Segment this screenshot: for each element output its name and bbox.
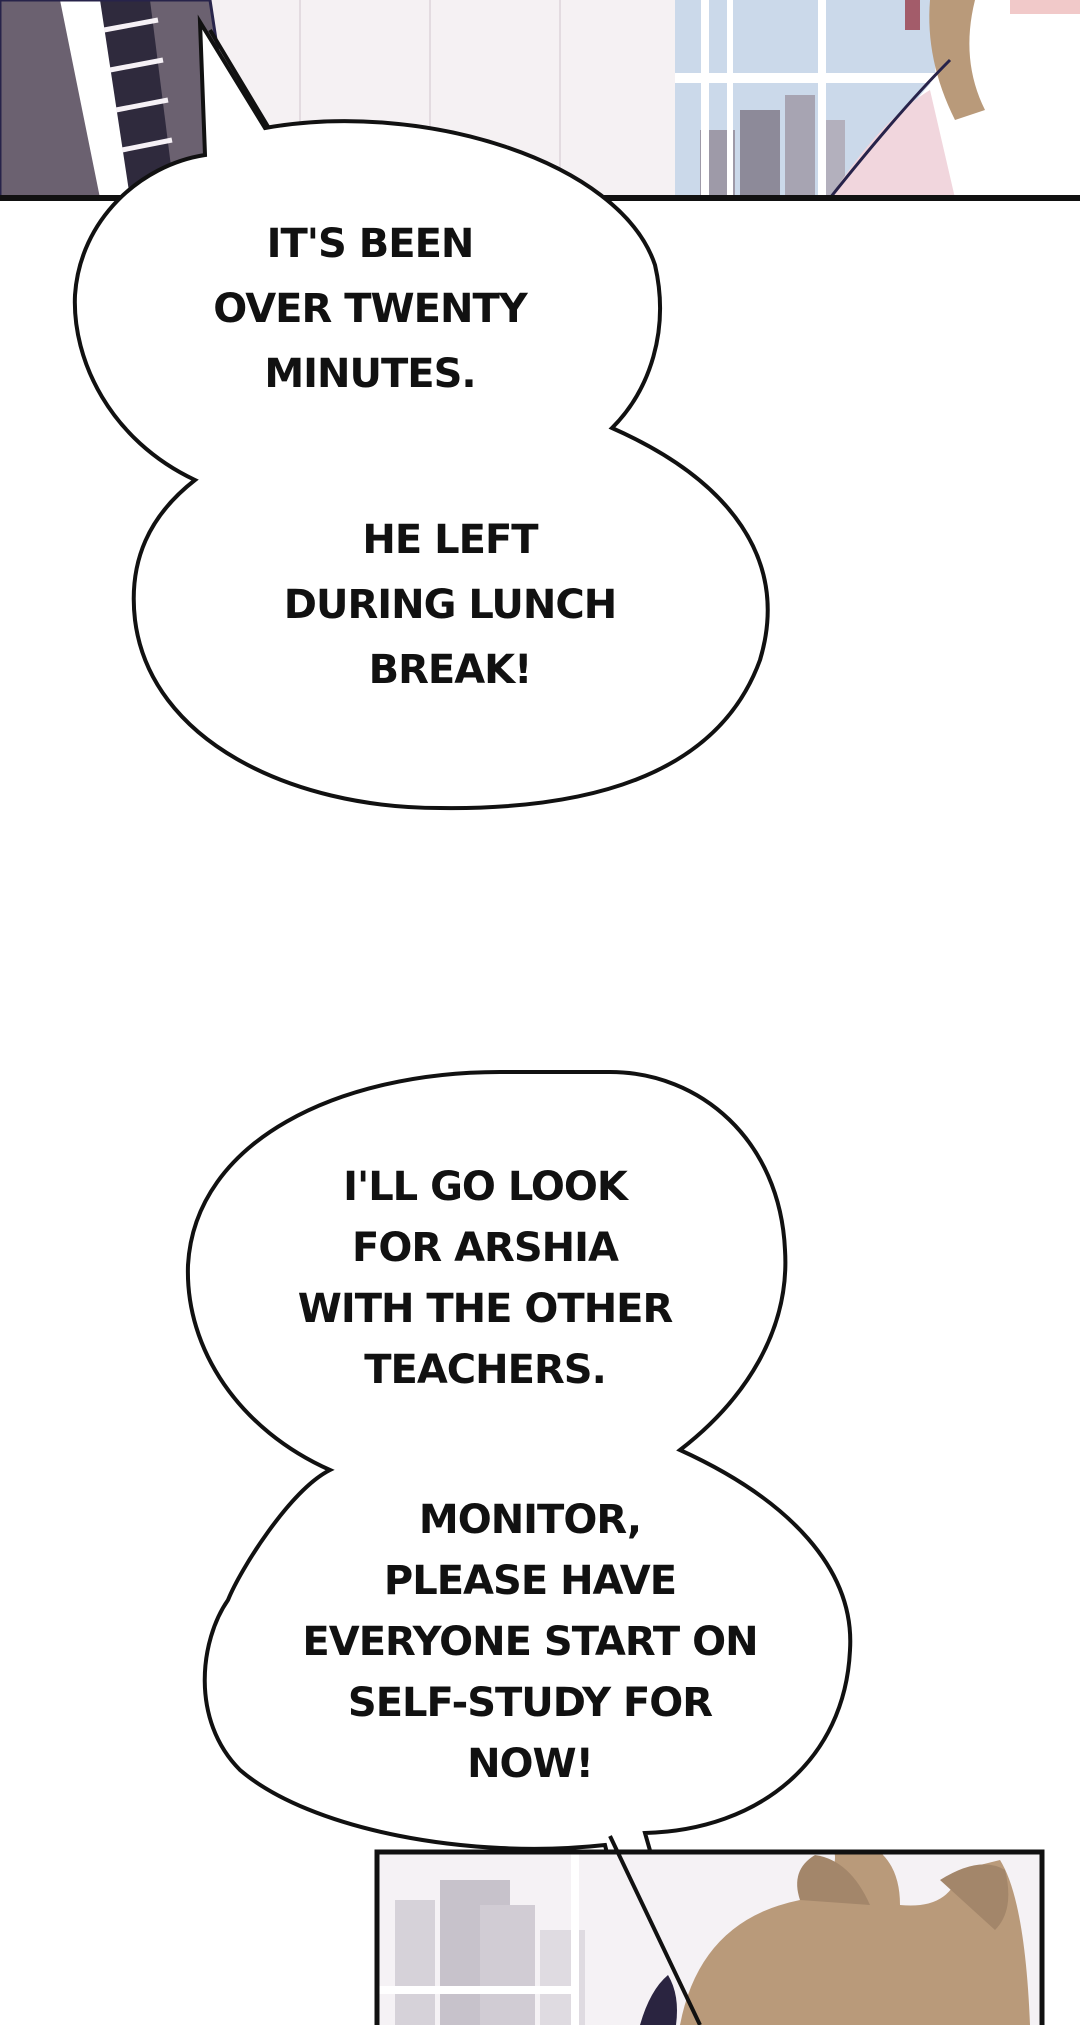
background-buildings — [377, 1852, 585, 2025]
bubble-2-line: PLEASE HAVE — [383, 1558, 677, 1604]
bubble-2-line: FOR ARSHIA — [352, 1225, 619, 1271]
bubble-2-line: MONITOR, — [418, 1497, 642, 1543]
bubble-1-text-bottom: HE LEFT DURING LUNCH BREAK! — [240, 508, 660, 703]
bubble-1-line: DURING LUNCH — [283, 582, 617, 628]
speech-bubble-1 — [72, 14, 770, 811]
man-figure — [0, 0, 242, 198]
bubble-2-text-top: I'LL GO LOOK FOR ARSHIA WITH THE OTHER T… — [270, 1157, 700, 1401]
girl-figure — [640, 1852, 1030, 2025]
bubble-2-line: EVERYONE START ON — [302, 1619, 758, 1665]
bubble-1-line: IT'S BEEN — [266, 221, 475, 267]
bubble-1-line: BREAK! — [368, 647, 533, 693]
bubble-1-text-top: IT'S BEEN OVER TWENTY MINUTES. — [160, 212, 580, 407]
speech-bubble-2 — [185, 1070, 853, 2025]
woman-figure — [828, 0, 1080, 198]
top-panel — [0, 0, 1080, 198]
bubble-2-line: TEACHERS. — [364, 1347, 607, 1393]
bottom-panel — [377, 1852, 1042, 2025]
bubble-2-line: NOW! — [467, 1741, 594, 1787]
bubble-2-line: I'LL GO LOOK — [343, 1164, 628, 1210]
bottom-panel-border — [374, 1849, 1045, 2025]
bubble-2-tail — [608, 1835, 702, 2025]
bubble-2-text-bottom: MONITOR, PLEASE HAVE EVERYONE START ON S… — [265, 1490, 795, 1795]
bubble-1-line: MINUTES. — [264, 351, 476, 397]
bubble-1-line: OVER TWENTY — [213, 286, 527, 332]
bubble-1-line: HE LEFT — [362, 517, 538, 563]
bubble-2-line: WITH THE OTHER — [297, 1286, 674, 1332]
bubble-2-line: SELF-STUDY FOR — [347, 1680, 713, 1726]
